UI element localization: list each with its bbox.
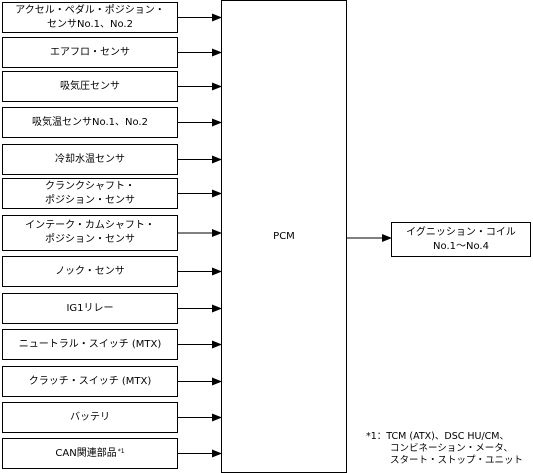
input-box-7-line-1: インテーク・カムシャフト・ xyxy=(25,220,155,231)
input-box-2: エアフロ・センサ xyxy=(2,37,178,68)
input-box-13-line-1: CAN関連部品*1 xyxy=(55,447,124,461)
input-box-4: 吸気温センサNo.1、No.2 xyxy=(2,107,178,138)
input-box-7-line-2: ポジション・センサ xyxy=(45,234,135,245)
input-box-12: バッテリ xyxy=(2,402,178,433)
input-box-13-text: CAN関連部品 xyxy=(55,447,117,459)
footnote-line-2: コンビネーション・メータ、 xyxy=(390,443,514,454)
input-box-8: ノック・センサ xyxy=(2,256,178,287)
input-box-3-line-1: 吸気圧センサ xyxy=(60,80,120,92)
input-box-10: ニュートラル・スイッチ (MTX) xyxy=(2,329,178,360)
input-box-11: クラッチ・スイッチ (MTX) xyxy=(2,366,178,397)
input-box-6-line-1: クランクシャフト・ xyxy=(45,180,135,192)
input-box-1-line-2: センサNo.1、No.2 xyxy=(47,18,133,30)
input-box-7: インテーク・カムシャフト・ポジション・センサ xyxy=(2,215,178,251)
footnote-line-3: スタート・ストップ・ユニット xyxy=(390,455,524,466)
input-box-1-line-1: アクセル・ペダル・ポジション・ xyxy=(15,4,165,16)
footnote: *1：TCM (ATX)、DSC HU/CM、 コンビネーション・メータ、 スタ… xyxy=(366,431,523,467)
input-box-2-line-1: エアフロ・センサ xyxy=(50,46,130,58)
pcm-label: PCM xyxy=(273,230,295,242)
input-box-12-line-1: バッテリ xyxy=(70,411,110,423)
input-box-6: クランクシャフト・ポジション・センサ xyxy=(2,178,178,209)
input-box-13: CAN関連部品*1 xyxy=(2,438,178,469)
input-box-9-line-1: IG1リレー xyxy=(66,302,114,314)
input-box-3: 吸気圧センサ xyxy=(2,71,178,102)
input-box-9: IG1リレー xyxy=(2,293,178,324)
footnote-marker: *1 xyxy=(117,447,125,455)
input-box-11-line-1: クラッチ・スイッチ (MTX) xyxy=(28,375,152,387)
input-box-1: アクセル・ペダル・ポジション・センサNo.1、No.2 xyxy=(2,2,178,33)
input-box-10-line-1: ニュートラル・スイッチ (MTX) xyxy=(18,338,162,350)
input-box-6-line-2: ポジション・センサ xyxy=(45,194,135,206)
input-box-8-line-1: ノック・センサ xyxy=(55,265,125,277)
connector-arrows xyxy=(178,13,392,458)
input-box-5: 冷却水温センサ xyxy=(2,144,178,175)
output-line-1: イグニッション・コイル xyxy=(406,226,516,238)
output-line-2: No.1〜No.4 xyxy=(433,240,489,252)
pcm-block: PCM xyxy=(221,0,347,473)
input-box-4-line-1: 吸気温センサNo.1、No.2 xyxy=(32,116,148,128)
output-ignition-coil-box: イグニッション・コイル No.1〜No.4 xyxy=(391,222,531,257)
input-box-5-line-1: 冷却水温センサ xyxy=(55,153,125,165)
footnote-line-1: *1：TCM (ATX)、DSC HU/CM、 xyxy=(366,431,510,442)
